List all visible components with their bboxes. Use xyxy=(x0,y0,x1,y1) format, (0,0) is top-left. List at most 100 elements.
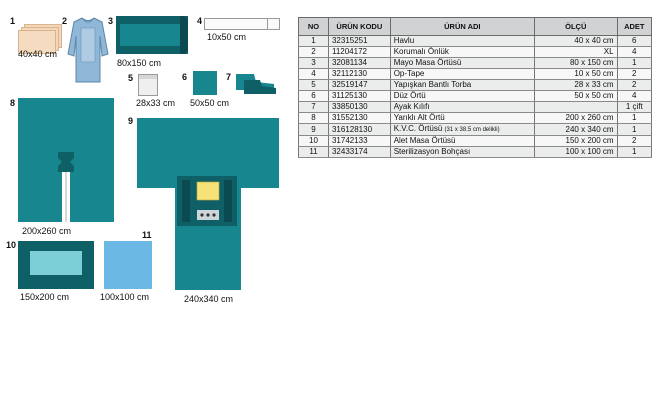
item-8-caption: 200x260 cm xyxy=(22,226,72,236)
row-no: 2 xyxy=(298,46,329,58)
row-code: 32315251 xyxy=(327,35,391,47)
table-row: 2 11204172 Korumalı Önlük XL 4 xyxy=(298,46,653,58)
table-header-row: NO ÜRÜN KODU ÜRÜN ADI ÖLÇÜ ADET xyxy=(298,17,653,36)
row-code: 32433174 xyxy=(327,146,391,158)
row-no: 3 xyxy=(298,57,329,69)
table-row: 1 32315251 Havlu 40 x 40 cm 6 xyxy=(298,35,653,47)
row-size: 28 x 33 cm xyxy=(533,79,618,91)
table-row: 9 316128130 K.V.C. Örtüsü (31 x 38.5 cm … xyxy=(298,123,653,136)
row-name-text: K.V.C. Örtüsü xyxy=(393,124,443,133)
leg-cover-image xyxy=(236,74,276,94)
row-qty: 1 xyxy=(616,112,653,124)
header-no: NO xyxy=(298,17,329,36)
item-10-caption: 150x200 cm xyxy=(20,292,70,302)
row-no: 5 xyxy=(298,79,329,91)
row-code: 11204172 xyxy=(327,46,391,58)
item-5-caption: 28x33 cm xyxy=(136,98,176,108)
row-qty: 1 xyxy=(616,57,653,69)
row-size: 150 x 200 cm xyxy=(533,135,618,147)
row-size: 200 x 260 cm xyxy=(533,112,618,124)
row-qty: 1 xyxy=(616,123,653,136)
row-code: 33850130 xyxy=(327,101,391,113)
item-11-number: 11 xyxy=(142,230,152,240)
row-name: Alet Masa Örtüsü xyxy=(389,135,535,147)
item-3-number: 3 xyxy=(108,16,114,26)
header-name: ÜRÜN ADI xyxy=(389,17,535,36)
row-code: 32112130 xyxy=(327,68,391,80)
row-no: 6 xyxy=(298,90,329,102)
row-size: 40 x 40 cm xyxy=(533,35,618,47)
table-row: 4 32112130 Op-Tape 10 x 50 cm 2 xyxy=(298,68,653,80)
item-1-number: 1 xyxy=(10,16,16,26)
item-4-number: 4 xyxy=(197,16,203,26)
table-row: 5 32519147 Yapışkan Bantlı Torba 28 x 33… xyxy=(298,79,653,91)
row-name: Sterilizasyon Bohçası xyxy=(389,146,535,158)
instrument-table-cover-image xyxy=(18,241,94,289)
row-size: XL xyxy=(533,46,618,58)
row-size: 240 x 340 cm xyxy=(533,123,618,136)
item-9-caption: 240x340 cm xyxy=(184,294,234,304)
row-no: 8 xyxy=(298,112,329,124)
row-name: Yarıklı Alt Örtü xyxy=(389,112,535,124)
item-11-caption: 100x100 cm xyxy=(100,292,150,302)
row-qty: 2 xyxy=(616,135,653,147)
row-no: 11 xyxy=(298,146,329,158)
row-name-note: (31 x 38.5 cm delikli) xyxy=(444,127,500,133)
row-name: K.V.C. Örtüsü (31 x 38.5 cm delikli) xyxy=(389,123,535,136)
row-no: 9 xyxy=(298,123,329,136)
row-qty: 4 xyxy=(616,90,653,102)
sterilization-wrap-image xyxy=(104,241,152,289)
row-size: 80 x 150 cm xyxy=(533,57,618,69)
item-10-number: 10 xyxy=(6,240,17,250)
table-row: 8 31552130 Yarıklı Alt Örtü 200 x 260 cm… xyxy=(298,112,653,124)
item-9-number: 9 xyxy=(128,116,134,126)
row-name: Korumalı Önlük xyxy=(389,46,535,58)
row-code: 32519147 xyxy=(327,79,391,91)
item-4-caption: 10x50 cm xyxy=(207,32,247,42)
op-tape-image xyxy=(204,18,280,30)
kvc-drape-image xyxy=(137,118,279,290)
item-7-number: 7 xyxy=(226,72,232,82)
table-row: 7 33850130 Ayak Kılıfı 1 çift xyxy=(298,101,653,113)
split-drape-image xyxy=(18,98,114,222)
table-row: 6 31125130 Düz Örtü 50 x 50 cm 4 xyxy=(298,90,653,102)
item-6-caption: 50x50 cm xyxy=(190,98,230,108)
row-size: 50 x 50 cm xyxy=(533,90,618,102)
item-2-number: 2 xyxy=(62,16,68,26)
mayo-table-cover-image xyxy=(116,16,188,54)
row-name: Ayak Kılıfı xyxy=(389,101,535,113)
item-1-caption: 40x40 cm xyxy=(18,49,58,59)
row-no: 10 xyxy=(298,135,329,147)
row-code: 31125130 xyxy=(327,90,391,102)
header-size: ÖLÇÜ xyxy=(533,17,618,36)
row-size: 100 x 100 cm xyxy=(533,146,618,158)
row-code: 32081134 xyxy=(327,57,391,69)
row-code: 31742133 xyxy=(327,135,391,147)
row-code: 316128130 xyxy=(327,123,391,136)
row-name: Yapışkan Bantlı Torba xyxy=(389,79,535,91)
row-size xyxy=(533,101,618,113)
table-row: 11 32433174 Sterilizasyon Bohçası 100 x … xyxy=(298,146,653,158)
row-qty: 2 xyxy=(616,79,653,91)
row-qty: 4 xyxy=(616,46,653,58)
item-8-number: 8 xyxy=(10,98,16,108)
product-table: NO ÜRÜN KODU ÜRÜN ADI ÖLÇÜ ADET 1 323152… xyxy=(298,17,653,158)
row-no: 4 xyxy=(298,68,329,80)
table-row: 10 31742133 Alet Masa Örtüsü 150 x 200 c… xyxy=(298,135,653,147)
row-name: Havlu xyxy=(389,35,535,47)
row-qty: 2 xyxy=(616,68,653,80)
table-row: 3 32081134 Mayo Masa Örtüsü 80 x 150 cm … xyxy=(298,57,653,69)
row-no: 7 xyxy=(298,101,329,113)
row-no: 1 xyxy=(298,35,329,47)
row-name: Op-Tape xyxy=(389,68,535,80)
surgical-gown-image xyxy=(67,17,109,83)
row-qty: 1 xyxy=(616,146,653,158)
item-6-number: 6 xyxy=(182,72,188,82)
row-qty: 1 çift xyxy=(616,101,653,113)
row-name: Mayo Masa Örtüsü xyxy=(389,57,535,69)
towel-stack-image xyxy=(18,24,62,54)
plain-drape-image xyxy=(193,71,217,95)
item-3-caption: 80x150 cm xyxy=(117,58,162,68)
row-name: Düz Örtü xyxy=(389,90,535,102)
row-qty: 6 xyxy=(616,35,653,47)
